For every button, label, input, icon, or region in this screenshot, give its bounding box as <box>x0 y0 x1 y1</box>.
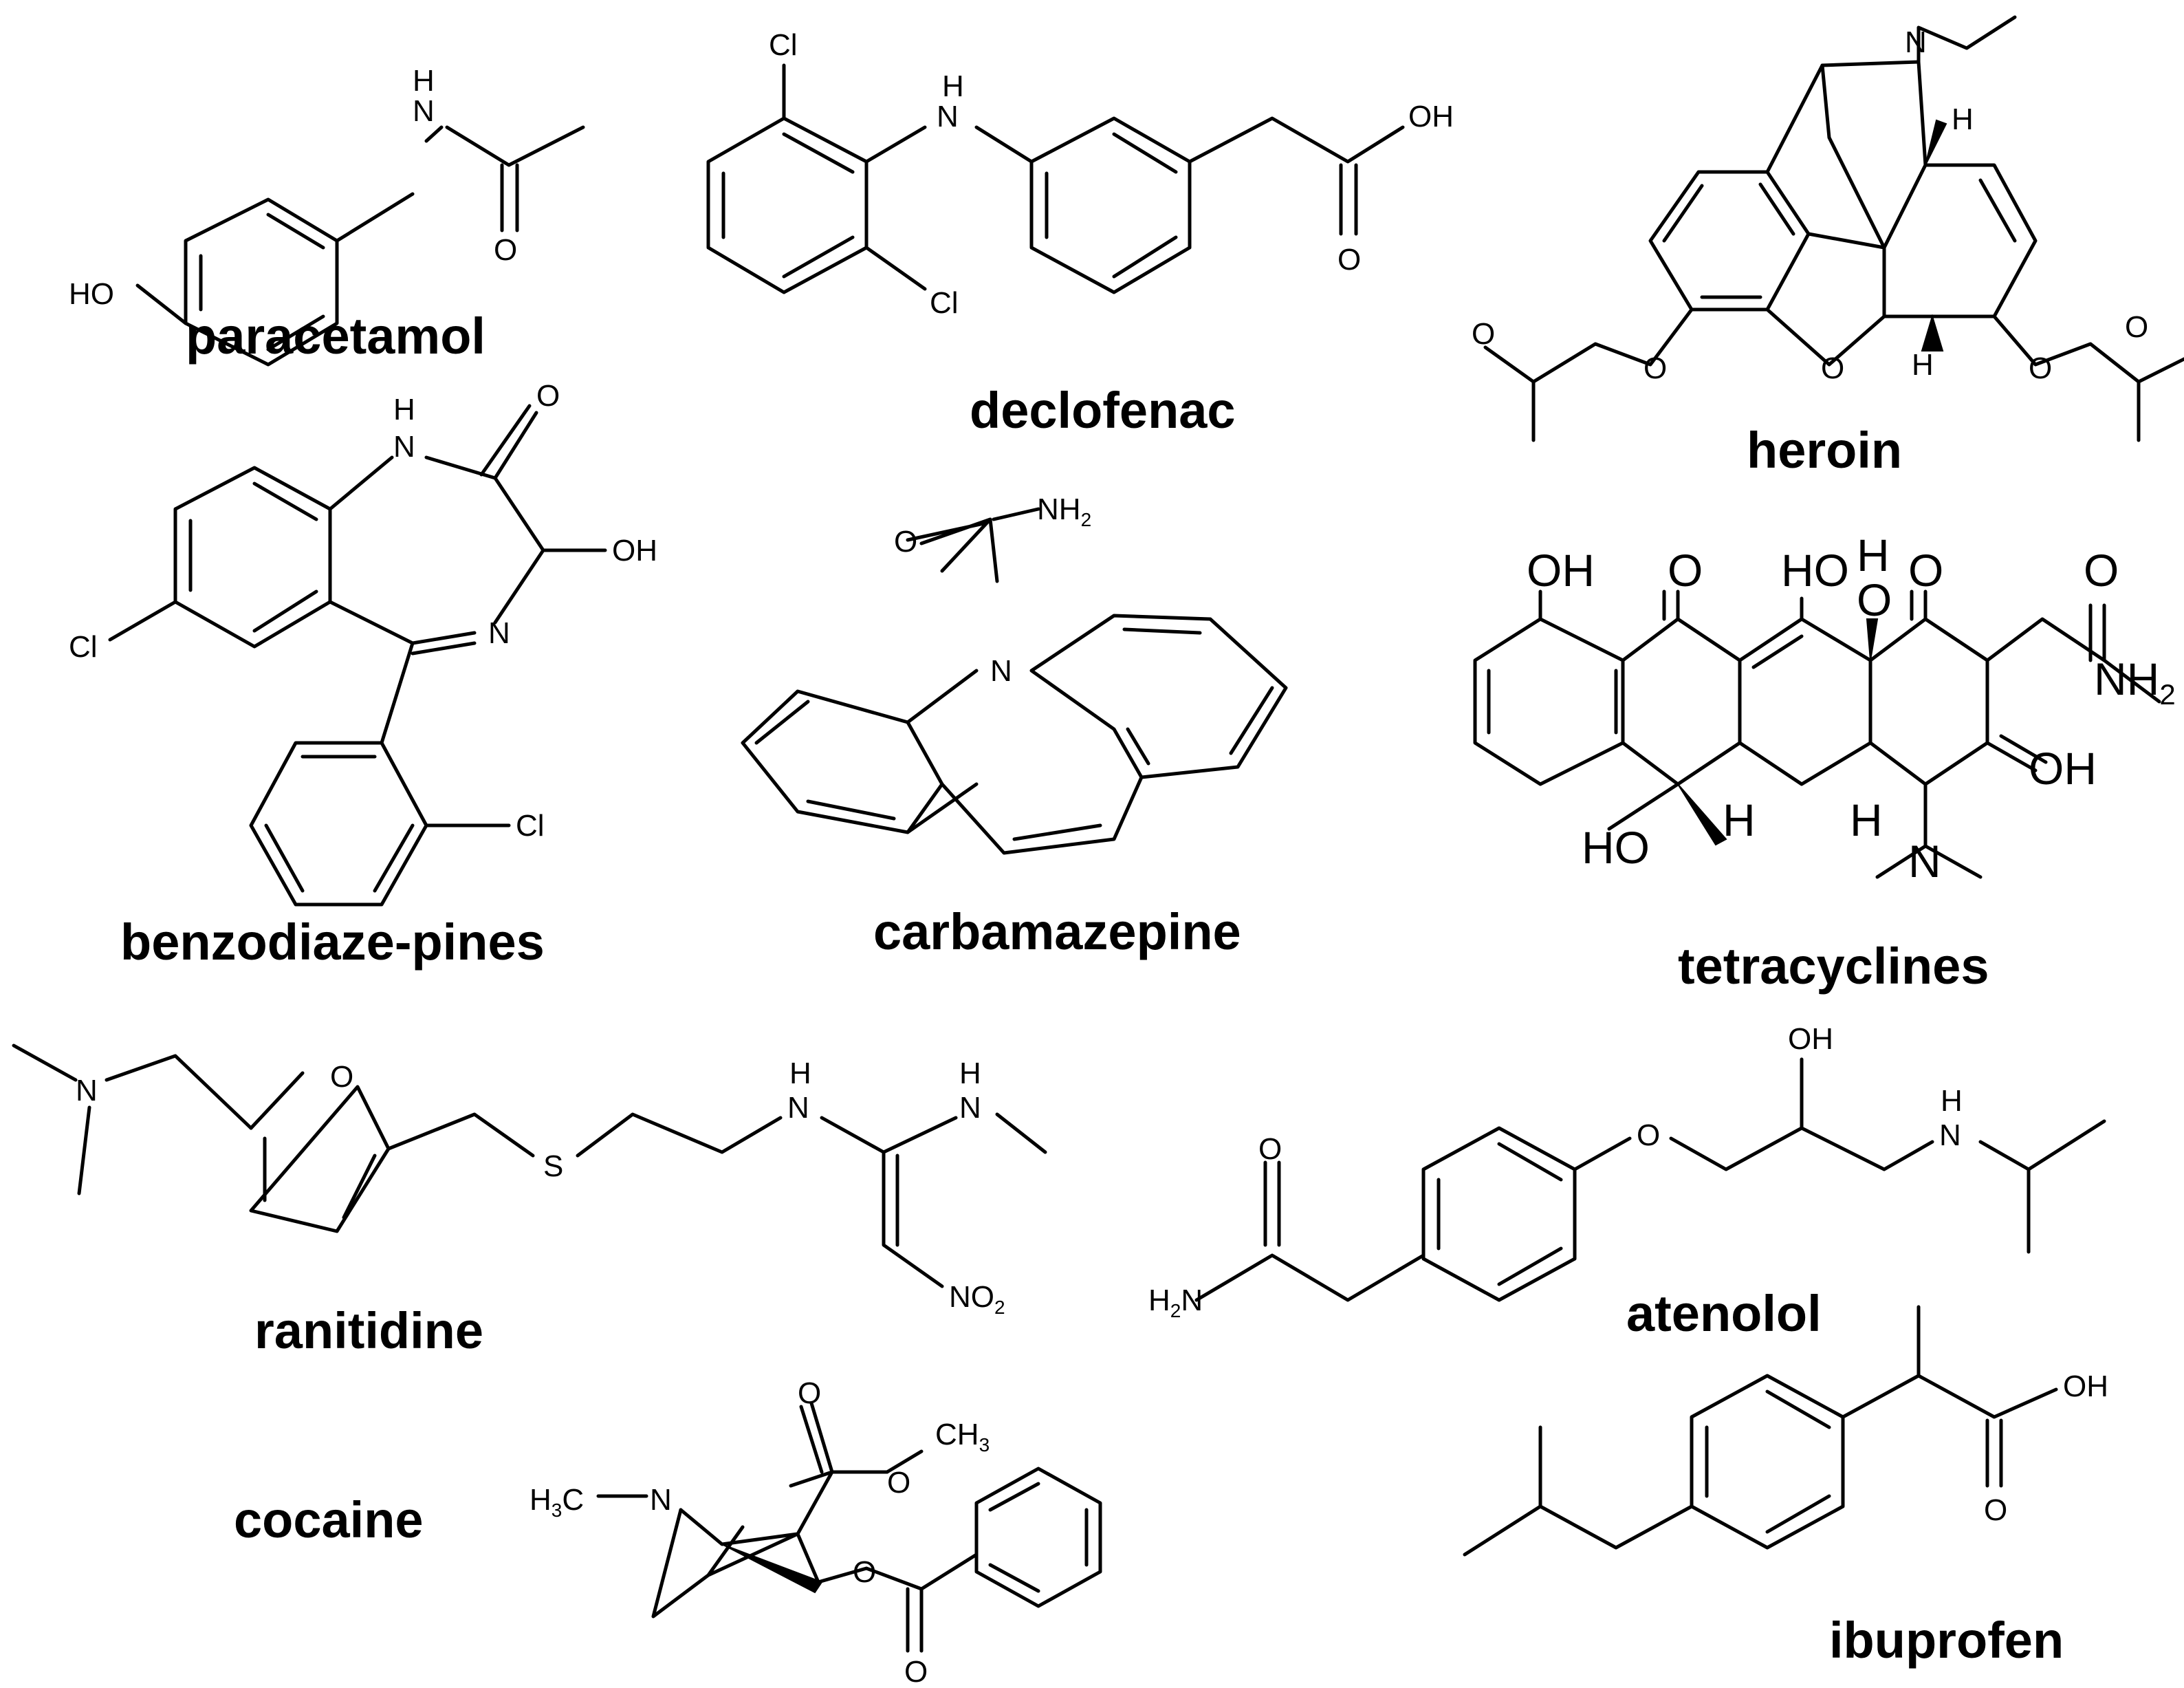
atenolol-atom-h2n-sub: 2 <box>1170 1300 1181 1321</box>
cocaine-atom-h3c-h: H <box>529 1483 552 1517</box>
declofenac-atom-n: N <box>937 100 959 133</box>
ranitidine-atom-o: O <box>330 1060 353 1094</box>
declofenac-atom-cl2: Cl <box>930 286 959 320</box>
ranitidine-atom-n3: N <box>959 1091 981 1125</box>
paracetamol-label: paracetamol <box>186 307 485 365</box>
carbamazepine-atom-nh-main: NH <box>1037 493 1081 526</box>
cocaine-atom-ch3-sub: 3 <box>979 1434 990 1456</box>
atenolol-atom-n: N <box>1939 1118 1961 1152</box>
declofenac-atom-cl1: Cl <box>769 28 798 62</box>
ranitidine-atom-no2: NO2 <box>949 1280 1005 1318</box>
ibuprofen-label: ibuprofen <box>1829 1612 2064 1669</box>
heroin-atom-o-ring: O <box>1821 351 1844 385</box>
heroin-atom-o2: O <box>1472 317 1495 351</box>
atenolol-atom-o: O <box>1258 1132 1282 1166</box>
carbamazepine-structure <box>741 507 1288 855</box>
ranitidine-label: ranitidine <box>254 1302 483 1359</box>
atenolol-atom-oh: OH <box>1788 1022 1833 1056</box>
heroin-atom-o1: O <box>1644 351 1667 385</box>
carbamazepine-label: carbamazepine <box>873 903 1241 960</box>
tetracyclines-atom-nh2: NH2 <box>2094 653 2176 711</box>
declofenac-label: declofenac <box>970 382 1236 439</box>
tetracyclines-atom-h1: H <box>1723 794 1756 845</box>
atenolol-atom-o-ether: O <box>1637 1118 1660 1152</box>
tetracyclines-atom-o3: O <box>1857 574 1892 625</box>
cocaine-atom-h3c-sub: 3 <box>552 1500 563 1521</box>
cocaine-atom-h3c: H3C <box>529 1483 584 1521</box>
paracetamol-atom-o: O <box>494 233 517 267</box>
ranitidine-atom-n1: N <box>76 1074 98 1107</box>
tetracyclines-atom-ho2: HO <box>1781 545 1849 596</box>
heroin-structure <box>1483 15 2184 442</box>
benzodiazepines-atom-cl2: Cl <box>516 809 545 843</box>
tetracyclines-atom-oh1: OH <box>1527 545 1595 596</box>
ibuprofen-atom-o: O <box>1984 1493 2007 1527</box>
cocaine-atom-o3: O <box>853 1555 876 1589</box>
benzodiazepines-atom-oh: OH <box>612 534 657 567</box>
ibuprofen-structure <box>1463 1305 2058 1557</box>
declofenac-atom-h: H <box>942 69 964 103</box>
cocaine-atom-o1: O <box>798 1376 821 1410</box>
cocaine-atom-ch3-main: CH <box>935 1418 979 1451</box>
cocaine-label: cocaine <box>234 1491 424 1548</box>
tetracyclines-atom-oh4: OH <box>2029 743 2097 794</box>
atenolol-atom-h: H <box>1941 1084 1963 1118</box>
ibuprofen-atom-oh: OH <box>2063 1370 2108 1403</box>
cocaine-structure <box>596 1401 1102 1653</box>
benzodiazepines-atom-o: O <box>536 379 560 413</box>
carbamazepine-atom-nh-sub: 2 <box>1081 509 1092 530</box>
ranitidine-atom-no2-main: NO <box>949 1280 994 1314</box>
carbamazepine-atom-o: O <box>894 525 917 559</box>
ranitidine-atom-s: S <box>543 1149 563 1183</box>
tetracyclines-atom-o2: O <box>1908 545 1943 596</box>
heroin-atom-n: N <box>1905 25 1927 59</box>
heroin-atom-h2: H <box>1912 348 1934 382</box>
paracetamol-atom-ho: HO <box>69 277 114 311</box>
atenolol-atom-h2n: H2N <box>1148 1284 1203 1321</box>
carbamazepine-atom-n: N <box>990 654 1012 688</box>
cocaine-atom-o4: O <box>904 1655 928 1688</box>
benzodiazepines-atom-cl1: Cl <box>69 630 98 664</box>
benzodiazepines-structure <box>108 404 607 907</box>
atenolol-atom-h2n-n: N <box>1181 1284 1203 1317</box>
ranitidine-atom-h1: H <box>789 1057 811 1090</box>
ranitidine-structure <box>12 1043 1047 1288</box>
atenolol-label: atenolol <box>1626 1285 1822 1342</box>
declofenac-atom-oh: OH <box>1408 100 1454 133</box>
paracetamol-atom-n: N <box>413 94 435 128</box>
paracetamol-atom-h: H <box>413 64 435 98</box>
benzodiazepines-label: benzodiaze-pines <box>120 913 545 971</box>
paracetamol-structure <box>135 125 585 367</box>
carbamazepine-atom-nh: NH2 <box>1037 493 1091 530</box>
heroin-atom-o3: O <box>2029 351 2052 385</box>
declofenac-atom-o: O <box>1337 243 1361 277</box>
tetracyclines-atom-h3: H <box>1857 530 1890 581</box>
tetracyclines-atom-ho: HO <box>1582 822 1650 873</box>
benzodiazepines-atom-n1: N <box>393 430 415 464</box>
tetracyclines-atom-o1: O <box>1668 545 1703 596</box>
benzodiazepines-atom-h: H <box>393 393 415 426</box>
tetracyclines-label: tetracyclines <box>1678 938 1989 995</box>
heroin-atom-h1: H <box>1952 102 1974 136</box>
atenolol-atom-h2n-h: H <box>1148 1284 1170 1317</box>
ranitidine-atom-n2: N <box>787 1091 809 1125</box>
declofenac-structure <box>706 63 1405 294</box>
tetracyclines-atom-n: N <box>1908 836 1941 887</box>
heroin-atom-o4: O <box>2125 310 2148 344</box>
cocaine-atom-h3c-c: C <box>562 1483 584 1517</box>
ranitidine-atom-no2-sub: 2 <box>994 1297 1005 1318</box>
tetracyclines-atom-nh2-sub: 2 <box>2159 678 2175 711</box>
tetracyclines-structure <box>1473 589 2161 879</box>
cocaine-atom-ch3: CH3 <box>935 1418 990 1456</box>
cocaine-atom-n: N <box>650 1483 672 1517</box>
atenolol-structure <box>1194 1057 2106 1302</box>
tetracyclines-atom-h2: H <box>1850 794 1883 845</box>
heroin-label: heroin <box>1747 422 1902 479</box>
benzodiazepines-atom-n2: N <box>488 616 510 650</box>
cocaine-atom-o2: O <box>887 1466 910 1500</box>
tetracyclines-atom-o3b: O <box>2084 545 2119 596</box>
ranitidine-atom-h2: H <box>959 1057 981 1090</box>
tetracyclines-atom-nh2-main: NH <box>2094 653 2159 704</box>
